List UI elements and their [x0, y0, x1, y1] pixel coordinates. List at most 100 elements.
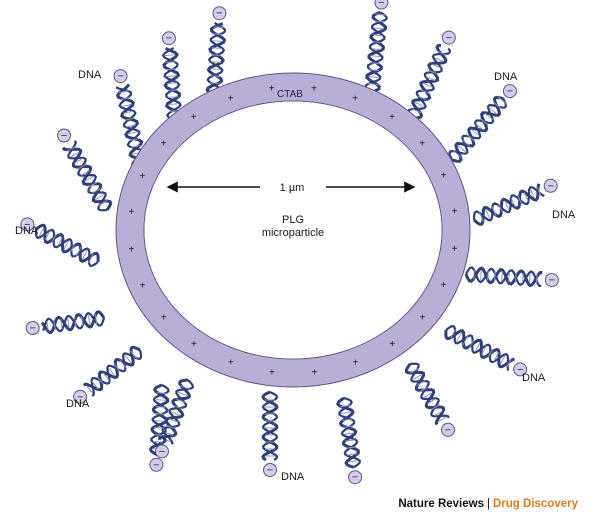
dna-strand [82, 345, 141, 392]
dna-base-pair [535, 273, 538, 284]
dna-base-pair [371, 48, 382, 51]
negative-charge-circle [73, 389, 88, 404]
negative-charge-sign: − [378, 0, 384, 9]
dna-base-pair [121, 103, 132, 107]
dna-helix [61, 140, 113, 212]
dna-helix [34, 223, 100, 267]
dna-base-pair [66, 145, 77, 152]
dna-base-pair [528, 273, 531, 284]
dna-label-top-left: DNA [78, 69, 102, 81]
dna-base-pair [426, 398, 437, 405]
dna-base-pair [515, 272, 517, 283]
positive-charge: + [269, 367, 275, 378]
dna-base-pair [127, 131, 138, 135]
dna-strand [338, 396, 362, 469]
negative-charge-circle [513, 362, 528, 377]
dna-helix [448, 95, 508, 163]
negative-charge-circle [113, 69, 128, 84]
dna-base-pair [166, 424, 176, 430]
dna-base-pair [412, 374, 423, 380]
dna-base-pair [38, 227, 45, 237]
dna-base-pair [343, 432, 355, 435]
negative-charge: − [348, 470, 363, 485]
positive-charge: + [161, 139, 167, 150]
negative-charge-sign: − [166, 33, 172, 45]
dna-strand [150, 384, 170, 456]
dna-base-pair [522, 272, 524, 283]
negative-charge: − [113, 69, 128, 84]
positive-charge: + [441, 280, 447, 291]
dna-strand [411, 43, 448, 120]
positive-charge: + [228, 358, 234, 369]
dna-base-pair [87, 181, 98, 188]
dna-base-pair [60, 318, 63, 330]
dna-base-pair [153, 427, 165, 429]
dna-base-pair [373, 27, 384, 30]
negative-charge-circle [543, 178, 558, 193]
dna-base-pair [484, 112, 493, 120]
dna-base-pair [209, 82, 220, 84]
core-label-line1: PLG [282, 214, 304, 226]
dna-base-pair [128, 138, 139, 142]
positive-charge: + [311, 367, 317, 378]
dna-base-pair [431, 63, 441, 69]
dna-base-pair [124, 117, 135, 121]
dna-helix [157, 378, 195, 445]
dna-base-pair [479, 118, 489, 126]
dna-base-pair [166, 68, 177, 71]
positive-charge: + [353, 358, 359, 369]
dna-base-pair [77, 163, 87, 170]
positive-charge: + [311, 84, 317, 95]
dna-base-pair [437, 416, 447, 423]
dna-strand [261, 391, 279, 461]
dna-base-pair [493, 352, 500, 362]
dna-base-pair [210, 61, 222, 63]
dna-base-pair [428, 69, 439, 75]
journal-credit: Nature Reviews|Drug Discovery [398, 498, 578, 510]
dna-strand [35, 223, 100, 263]
negative-charge-circle [20, 217, 35, 232]
negative-charge: − [155, 444, 169, 459]
negative-charge-sign: − [352, 472, 358, 484]
dna-base-pair [167, 82, 178, 84]
dna-base-pair [422, 82, 433, 88]
negative-charge: − [73, 389, 88, 404]
dna-base-pair [165, 61, 176, 64]
dna-base-pair [94, 314, 98, 325]
dna-helix [82, 345, 143, 397]
negative-charge-sign: − [507, 86, 513, 98]
dna-base-pair [165, 54, 176, 57]
dna-base-pair [63, 240, 70, 250]
dna-helix [364, 11, 388, 94]
dna-base-pair [210, 75, 221, 77]
negative-charge: − [149, 457, 164, 472]
dna-base-pair [210, 68, 221, 70]
dna-base-pair [343, 425, 354, 428]
dna-base-pair [340, 404, 351, 408]
dna-label-bottom: DNA [281, 471, 305, 483]
dna-base-pair [368, 76, 379, 79]
positive-charge: + [452, 207, 458, 218]
dna-base-pair [156, 392, 167, 394]
negative-charge-sign: − [117, 71, 123, 83]
dna-base-pair [370, 62, 381, 65]
dna-base-pair [517, 194, 523, 205]
dna-strand [90, 349, 143, 397]
positive-charge-group: ++++++++++++++++++++++++ [128, 84, 457, 379]
negative-charge-circle [149, 457, 164, 472]
dna-base-pair [420, 89, 430, 94]
negative-charge-sign: − [24, 219, 30, 231]
dna-base-pair [497, 96, 507, 104]
dna-base-pair [75, 247, 82, 257]
positive-charge: + [452, 244, 458, 255]
dna-strand [472, 186, 545, 222]
dna-strand [448, 98, 508, 161]
positive-charge: + [128, 244, 134, 255]
positive-charge: + [389, 112, 395, 123]
positive-charge: + [419, 138, 425, 149]
dna-base-pair [498, 203, 503, 213]
negative-charge-sign: − [445, 424, 451, 436]
dna-base-pair [98, 200, 108, 207]
negative-charge-sign: − [547, 180, 553, 192]
negative-charge: − [212, 6, 227, 21]
